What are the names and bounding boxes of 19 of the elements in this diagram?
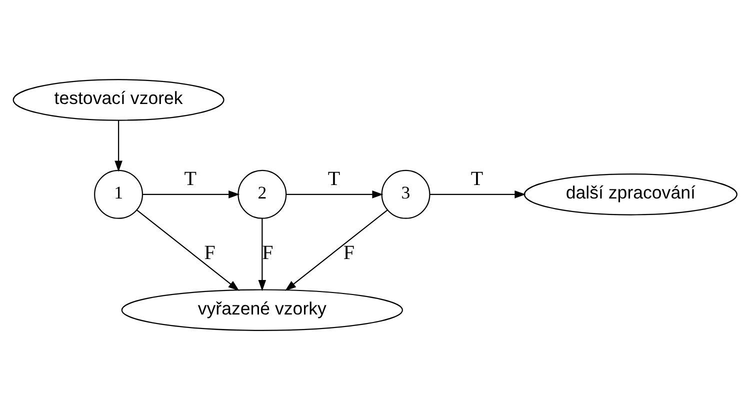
node-circle: 1 <box>94 170 144 219</box>
edge-label: T <box>184 168 196 190</box>
node-circle: 2 <box>238 170 287 219</box>
arrow <box>258 218 266 292</box>
arrow <box>285 210 388 291</box>
arrow <box>286 190 384 198</box>
node-ellipse: další zpracování <box>524 174 738 216</box>
edge-label: T <box>328 168 340 190</box>
edge-label: T <box>470 168 484 190</box>
arrow <box>114 120 122 172</box>
node-circle: 3 <box>381 170 430 219</box>
arrow <box>430 190 526 198</box>
edge-label: F <box>204 242 216 264</box>
node-ellipse: testovací vzorek <box>12 79 224 121</box>
edge-label: F <box>262 242 274 264</box>
arrow <box>136 210 240 291</box>
arrow <box>142 190 240 198</box>
edge-label: F <box>343 242 355 264</box>
node-ellipse: vyřazené vzorky <box>121 289 403 331</box>
